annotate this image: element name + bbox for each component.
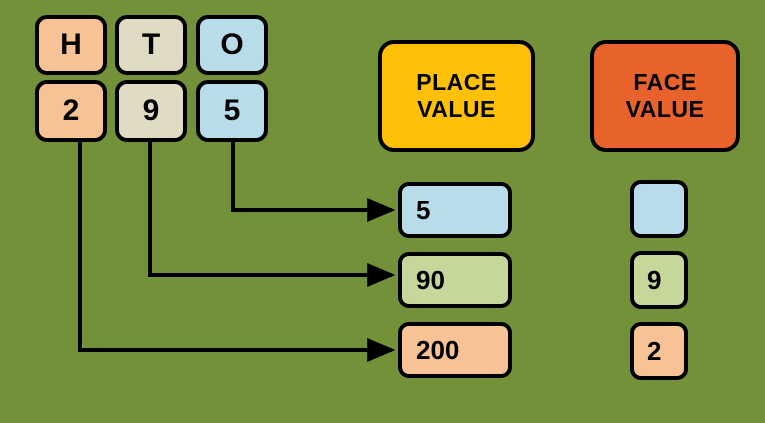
place-value-box-hundreds-label: 200 <box>416 335 460 365</box>
place-value-header-tens-label: T <box>141 28 161 61</box>
digit-cell-ones-value: 5 <box>223 94 241 127</box>
digit-cell-tens-value: 9 <box>142 94 160 127</box>
place-value-header-hundreds: H <box>35 15 107 75</box>
place-value-header-tens: T <box>115 15 187 75</box>
face-value-title-line-1: FACE <box>633 69 697 95</box>
digit-cell-ones: 5 <box>196 80 268 142</box>
face-value-title-card: FACE VALUE <box>590 40 740 152</box>
connector-hundreds-to-place-value <box>78 141 396 362</box>
face-value-box-hundreds: 2 <box>630 322 688 380</box>
face-value-box-hundreds-label: 2 <box>647 336 662 366</box>
connector-tens-to-place-value <box>148 141 396 287</box>
place-value-box-ones: 5 <box>398 182 512 238</box>
connector-ones-to-place-value <box>231 141 396 222</box>
face-value-box-tens: 9 <box>630 251 688 309</box>
face-value-title-line-2: VALUE <box>625 96 705 122</box>
place-value-box-ones-label: 5 <box>416 195 431 225</box>
place-value-box-tens: 90 <box>398 252 512 308</box>
face-value-box-tens-label: 9 <box>647 265 662 295</box>
place-value-title-line-2: VALUE <box>417 96 496 122</box>
place-value-title-card: PLACE VALUE <box>378 40 535 152</box>
place-value-title-line-1: PLACE <box>416 69 497 95</box>
digit-cell-tens: 9 <box>115 80 187 142</box>
face-value-box-ones <box>630 180 688 238</box>
digit-cell-hundreds-value: 2 <box>62 94 80 127</box>
place-value-header-hundreds-label: H <box>60 28 82 61</box>
place-value-header-ones-label: O <box>220 28 244 61</box>
place-value-box-hundreds: 200 <box>398 322 512 378</box>
digit-cell-hundreds: 2 <box>35 80 107 142</box>
place-value-header-ones: O <box>196 15 268 75</box>
place-value-box-tens-label: 90 <box>416 265 445 295</box>
